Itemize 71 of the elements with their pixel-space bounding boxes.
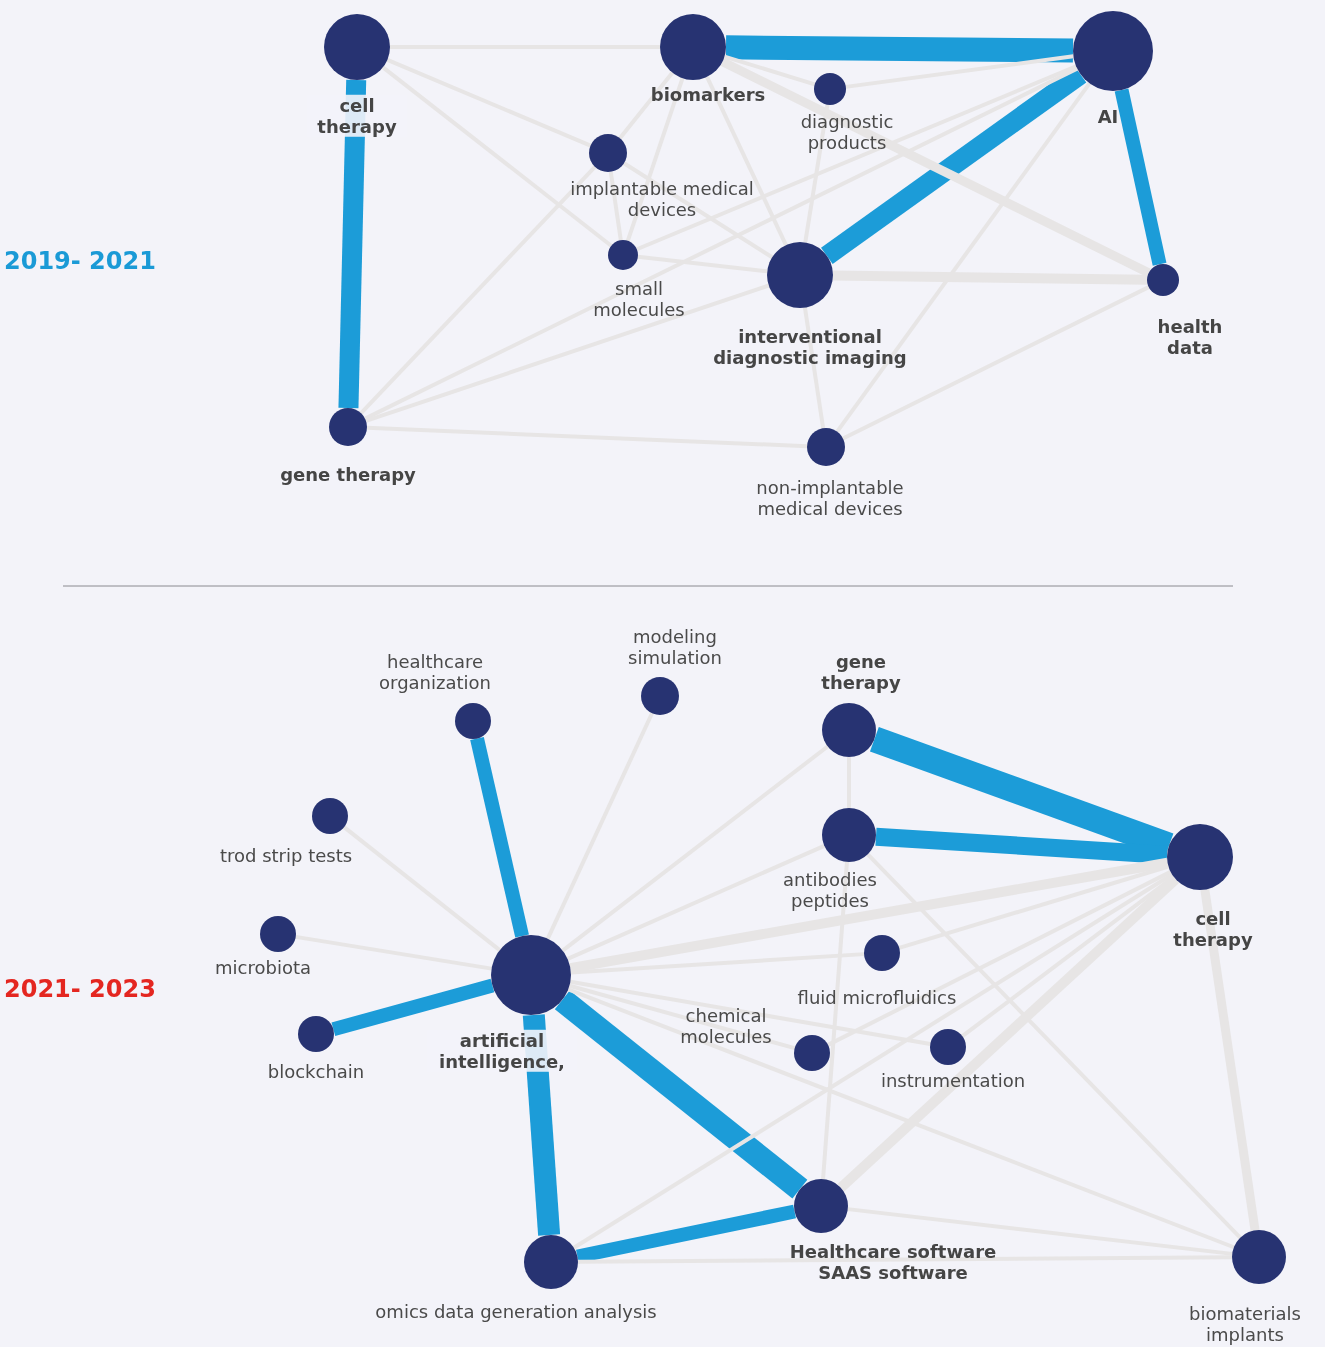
link-line (338, 79, 367, 409)
link-line (364, 66, 1078, 421)
link-line (569, 857, 1169, 973)
topic-label: blockchain (266, 1061, 366, 1083)
link-line (567, 987, 1235, 1250)
topic-label: instrumentation (879, 1070, 1027, 1092)
link-line (386, 58, 592, 148)
link-line (1114, 88, 1167, 266)
link-line (821, 861, 849, 1180)
link-line (381, 65, 613, 248)
link-line (720, 57, 1151, 277)
link-line (554, 990, 808, 1199)
link-line (618, 71, 674, 140)
topic-label: trod strip tests (218, 845, 354, 867)
topic-label: healthcare organization (378, 650, 492, 694)
topic-label: biomarkers (649, 84, 767, 106)
topic-label: small molecules (592, 277, 686, 321)
link-line (470, 737, 529, 938)
topic-label: AI (1096, 106, 1120, 128)
topic-label: antibodies peptides (782, 868, 878, 912)
link-line (827, 870, 1172, 1047)
link-line (723, 54, 816, 87)
link-line (1200, 889, 1260, 1231)
link-line (366, 425, 808, 449)
link-line (566, 844, 826, 961)
link-line (835, 82, 1092, 433)
link-line (705, 76, 788, 246)
topic-label: omics data generation analysis (374, 1301, 658, 1323)
link-line (342, 825, 501, 952)
link-line (572, 872, 1174, 1250)
topic-label: microbiota (214, 957, 312, 979)
topic-label: gene therapy (279, 464, 417, 486)
topic-label: cell therapy (1172, 907, 1254, 951)
link-line (570, 979, 931, 1046)
link-line (875, 827, 1168, 864)
link-line (637, 254, 768, 274)
topic-label: Healthcare software SAAS software (788, 1240, 998, 1284)
period-heading: 2019- 2021 (4, 247, 156, 275)
period-heading: 2021- 2023 (4, 975, 156, 1003)
link-line (608, 171, 623, 241)
link-line (561, 744, 829, 953)
topic-label: interventional diagnostic imaging (712, 325, 908, 369)
topic-label: implantable medical devices (569, 177, 755, 221)
link-line (847, 1207, 1233, 1256)
topic-label: fluid microfluidics (797, 987, 957, 1009)
link-line (331, 978, 495, 1036)
topic-label: non-implantable medical devices (755, 476, 905, 520)
link-line (636, 64, 1077, 252)
topic-label: health data (1156, 315, 1224, 359)
link-line (625, 77, 685, 242)
topic-label: chemical molecules (679, 1004, 773, 1048)
link-line (569, 983, 796, 1051)
link-line (570, 952, 865, 975)
link-line (842, 285, 1150, 441)
link-line (803, 104, 830, 243)
topic-label: modeling simulation (627, 625, 723, 669)
topic-label: diagnostic products (799, 110, 895, 154)
link-line (845, 54, 1074, 89)
link-line (622, 161, 774, 259)
topic-label: gene therapy (820, 650, 902, 694)
link-line (522, 1014, 561, 1236)
link-line (359, 165, 597, 415)
link-line (725, 35, 1074, 63)
link-line (802, 307, 826, 429)
link-line (866, 852, 1242, 1240)
link-line (365, 283, 770, 423)
link-line (295, 934, 492, 971)
link-line (545, 712, 654, 940)
link-line (578, 1255, 1232, 1264)
topic-label: biomaterials implants (1188, 1302, 1302, 1346)
link-line (832, 270, 1148, 285)
